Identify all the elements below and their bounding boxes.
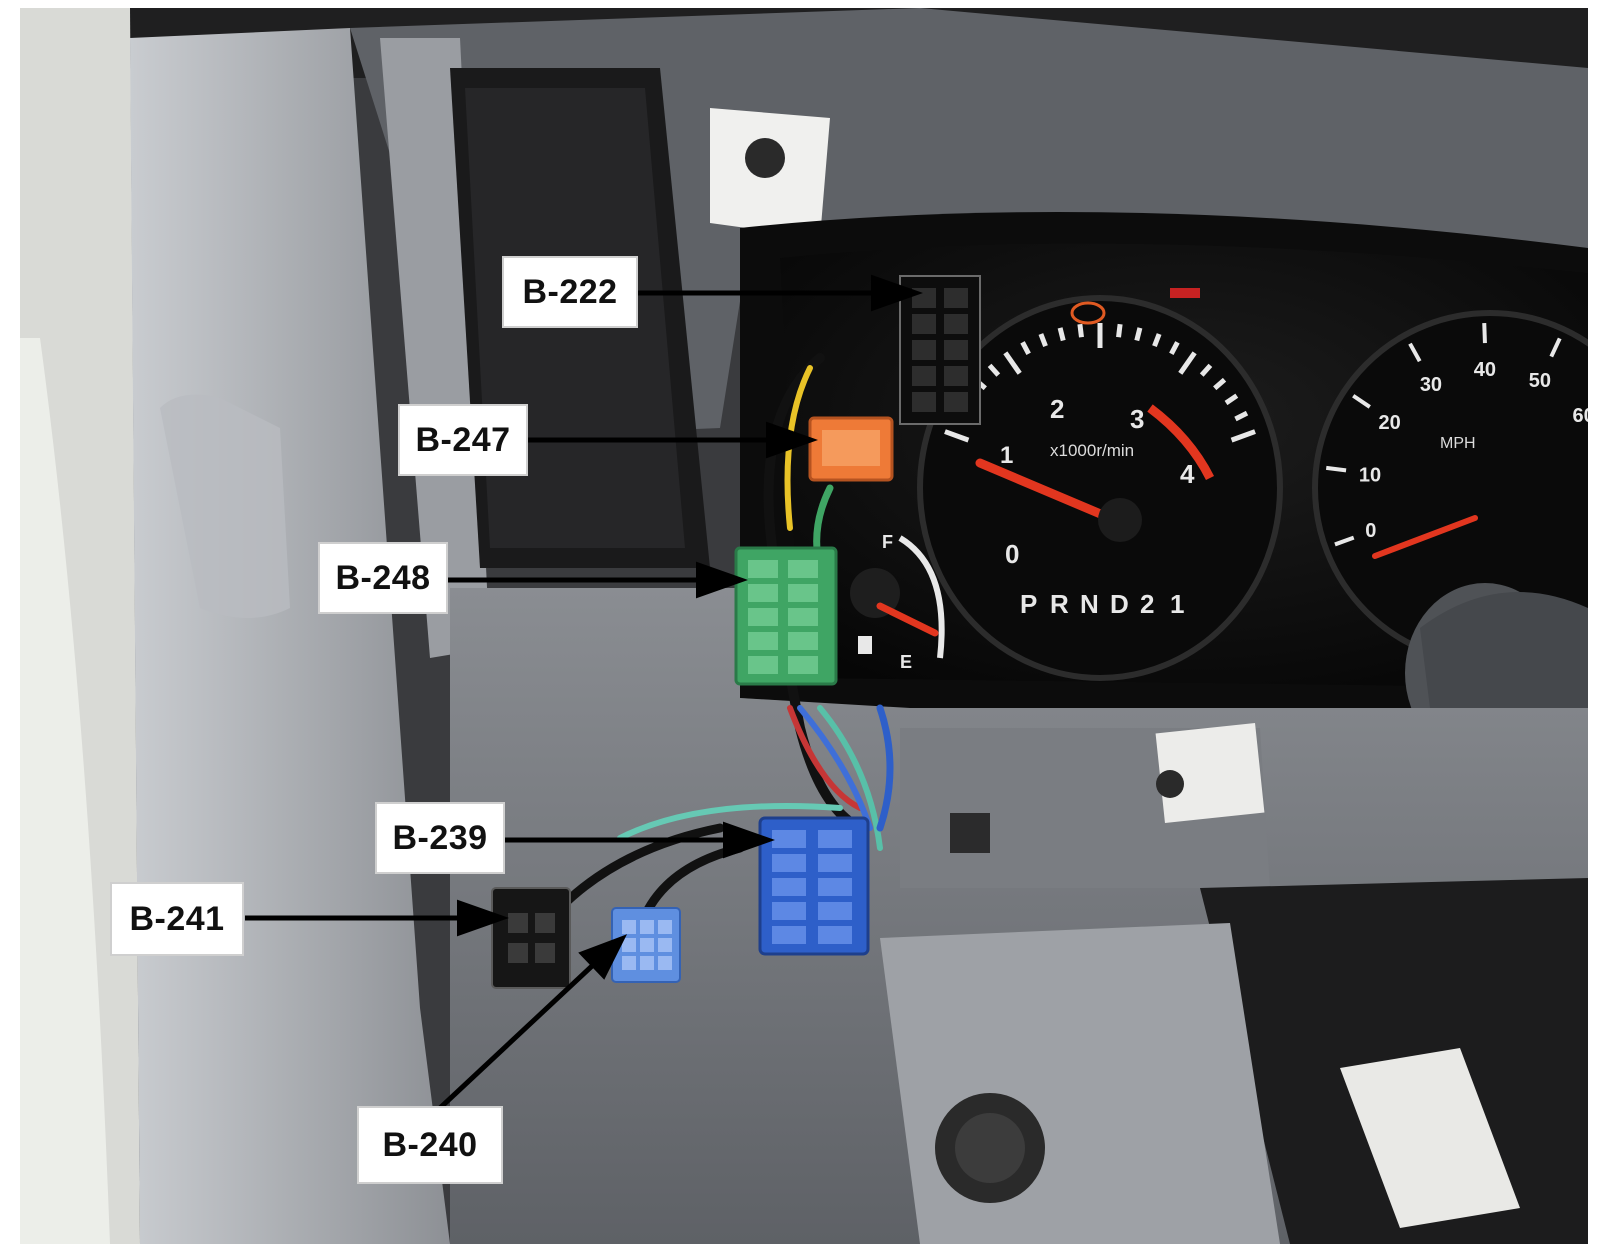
mounting-tab [1155,723,1265,823]
arrow-b240 [438,964,594,1110]
gear-indicator-D: D [1110,589,1129,619]
knee-panel [880,923,1280,1244]
speedometer: 01020304050607080 MPH [1312,310,1588,666]
speedo-needle [1372,515,1478,559]
callout-arrows [245,274,923,1110]
fuel-needle [876,602,939,637]
tach-unit-label: x1000r/min [1050,441,1134,460]
connector-b240 [611,907,681,983]
callout-b239: B-239 [375,802,505,874]
connector-b248 [734,546,838,686]
tach-tick-4: 4 [1180,459,1195,489]
redline-arc [1147,404,1215,481]
speedo-tick-30: 30 [1420,374,1442,396]
speedo-tick-60: 60 [1573,405,1588,427]
speedo-tick-20: 20 [1379,412,1401,434]
fuel-pump-icon [858,636,872,654]
callout-b240: B-240 [357,1106,503,1184]
connector-b247 [808,416,894,482]
speedo-unit-label: MPH [1440,435,1476,452]
connector-b239 [758,816,870,956]
speedo-tick-10: 10 [1359,464,1381,486]
check-engine-lamp [1070,301,1106,325]
fuel-full-label: F [882,532,893,552]
gear-indicator-2: 2 [1140,589,1154,619]
tach-tick-3: 3 [1130,404,1144,434]
gear-indicator-P: P [1020,589,1037,619]
gear-indicator-1: 1 [1170,589,1184,619]
tach-needle-hub [1098,498,1142,542]
callout-b241: B-241 [110,882,244,956]
gear-indicator-N: N [1080,589,1099,619]
speedo-tick-50: 50 [1529,370,1551,392]
warning-lamp [1170,288,1200,298]
callout-b248: B-248 [318,542,448,614]
tach-tick-2: 2 [1050,394,1064,424]
speedo-tick-0: 0 [1365,520,1376,542]
fuel-gauge: F E [850,532,945,672]
gear-indicator-R: R [1050,589,1069,619]
connector-b241 [491,887,571,989]
tach-needle [975,458,1115,523]
fuel-empty-label: E [900,652,912,672]
callout-b222: B-222 [502,256,638,328]
speedo-tick-40: 40 [1474,359,1496,381]
connector-b222 [899,275,981,425]
callout-b247: B-247 [398,404,528,476]
tach-tick-0: 0 [1005,539,1019,569]
tach-tick-1: 1 [1000,442,1013,469]
